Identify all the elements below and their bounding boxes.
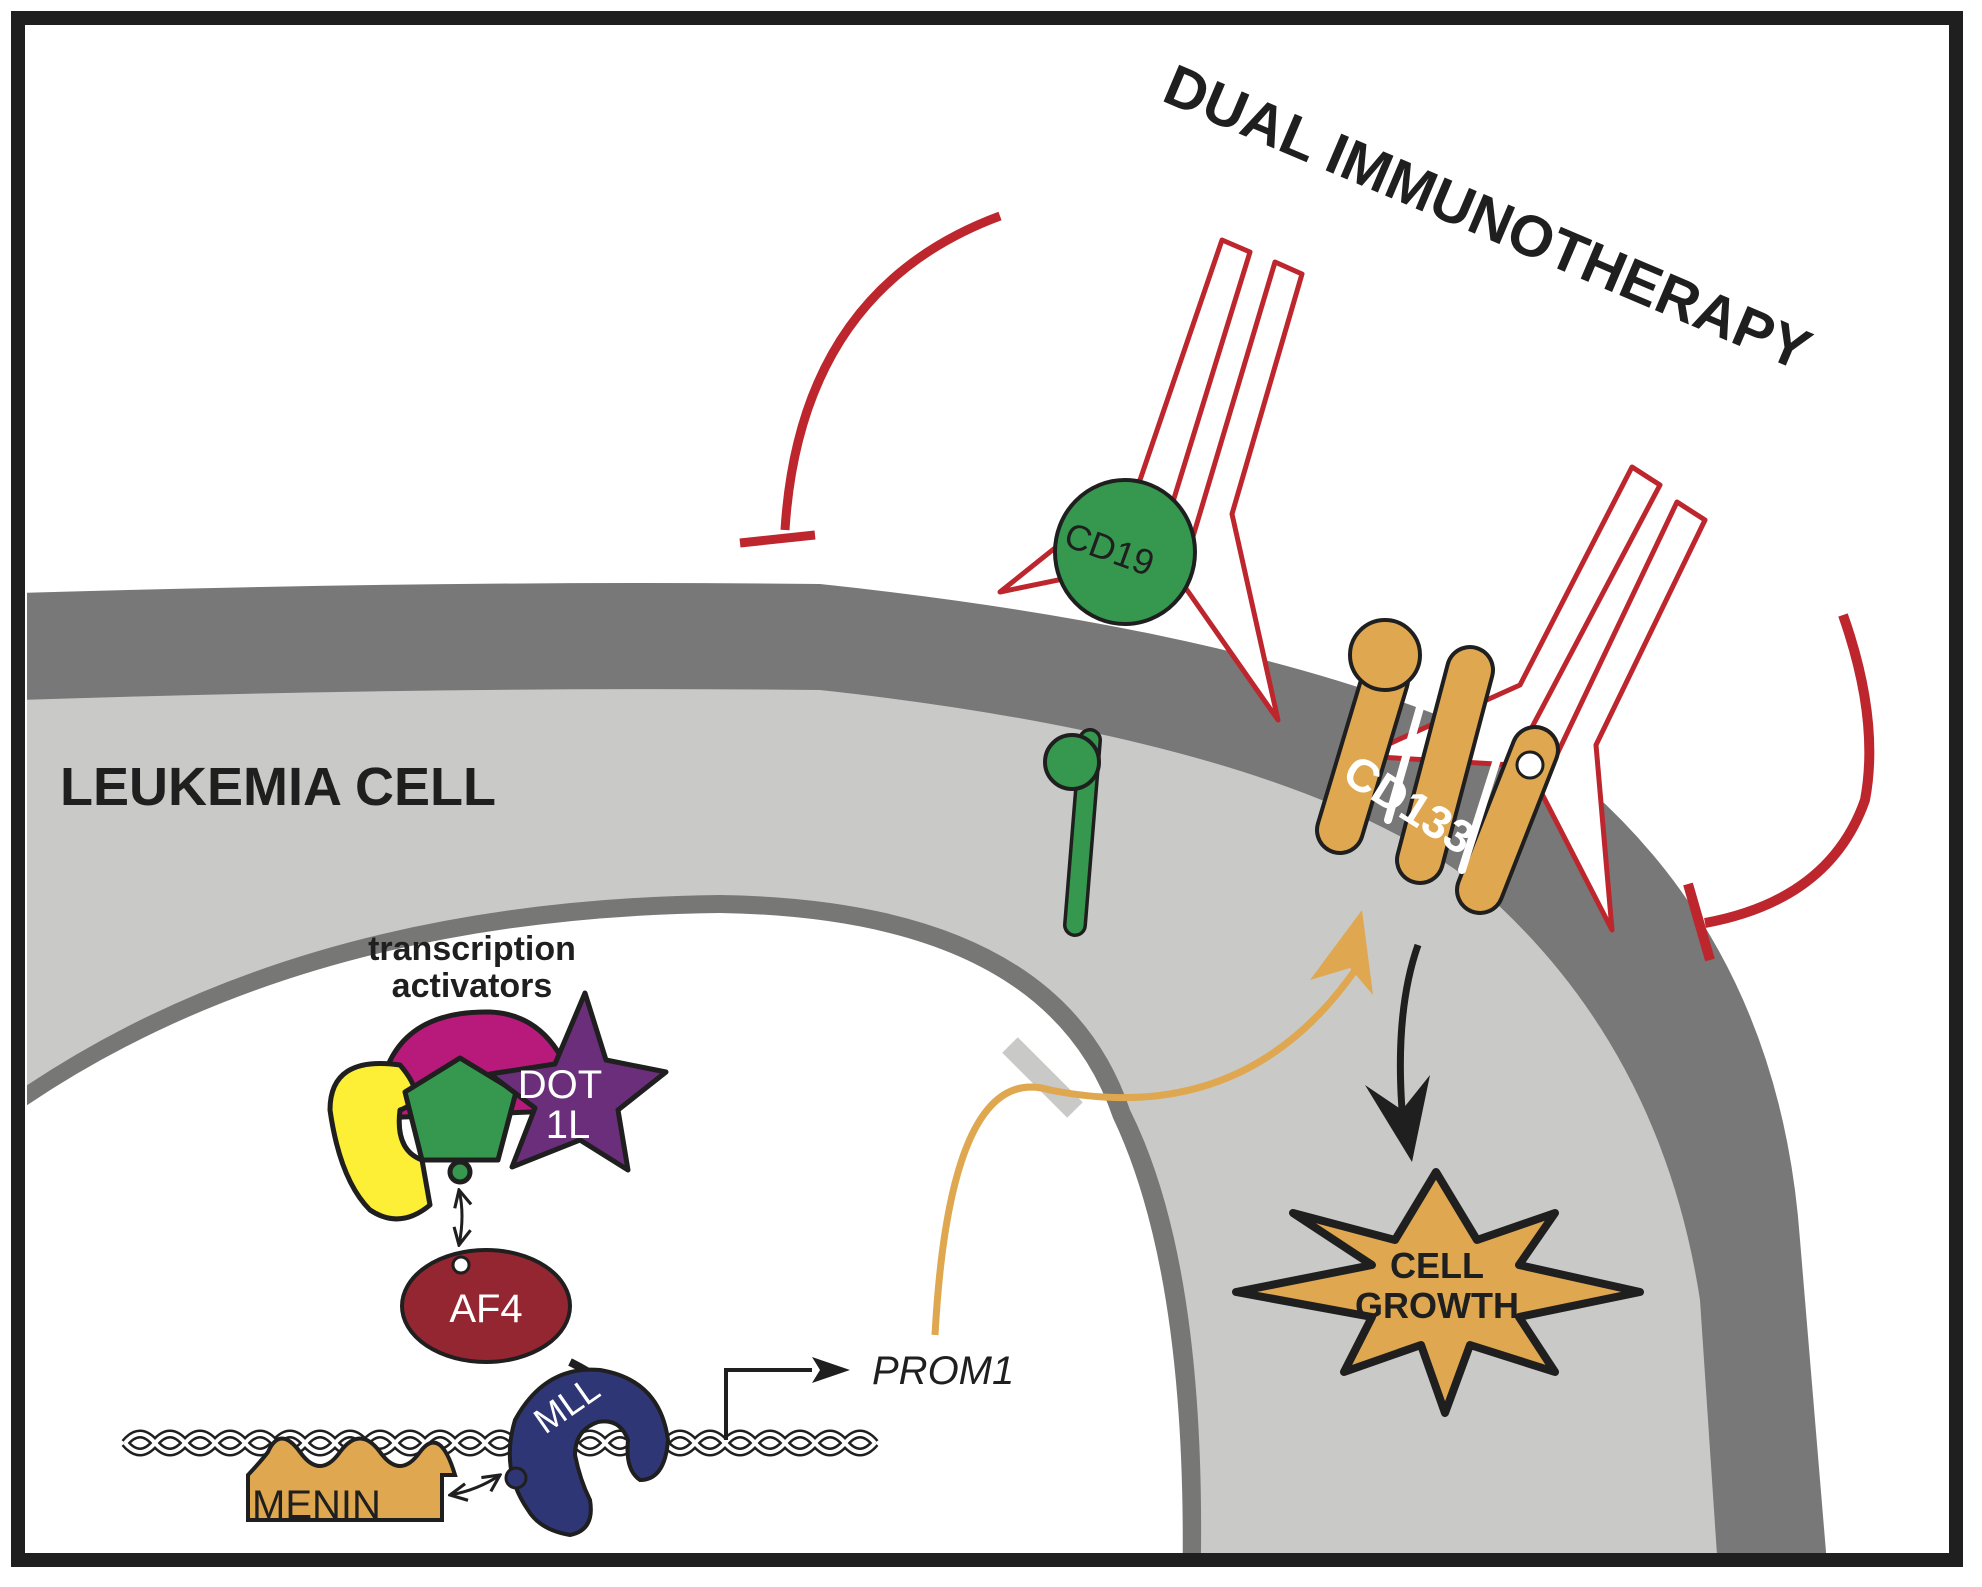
tss-arrow <box>724 1368 812 1440</box>
cd133-receptor: CD133 <box>1315 618 1560 915</box>
interaction-arrow-menin <box>450 1475 500 1495</box>
tss-arrowhead <box>812 1357 850 1383</box>
cell-growth-line2: GROWTH <box>1355 1285 1519 1326</box>
cell-label: LEUKEMIA CELL <box>60 757 496 817</box>
menin-label: MENIN <box>252 1483 381 1527</box>
growth-arrowhead <box>1365 1075 1430 1162</box>
dot1l-label-line1: DOT <box>518 1063 602 1107</box>
figure-frame <box>11 11 1963 1567</box>
interaction-arrow-af4 <box>459 1190 462 1245</box>
nuclear-pore <box>1002 1037 1083 1118</box>
inhibition-arrow-cd19 <box>739 211 1002 548</box>
expression-arrow <box>931 958 1365 1336</box>
gene-label: PROM1 <box>872 1349 1014 1393</box>
inhibition-arrow-cd133 <box>1683 613 1875 962</box>
cd19-receptor: CD19 <box>1043 478 1197 937</box>
complex-label-line2: activators <box>392 967 553 1005</box>
growth-arrow <box>1396 943 1422 1111</box>
transcription-activator-complex: DOT 1L <box>327 990 669 1222</box>
nucleus <box>27 913 1183 1560</box>
dot1l-star <box>487 990 669 1173</box>
green-docking-knob <box>447 1159 473 1185</box>
complex-label-line1: transcription <box>368 930 576 968</box>
menin-protein: MENIN <box>246 1436 458 1527</box>
af4-protein: AF4 <box>400 1248 572 1364</box>
yellow-subunit <box>327 1061 433 1222</box>
af4-label: AF4 <box>449 1287 522 1331</box>
cell-growth-burst: CELL GROWTH <box>1232 1168 1644 1417</box>
dot1l-label-line2: 1L <box>546 1103 591 1147</box>
cell-growth-line1: CELL <box>1390 1245 1484 1286</box>
expression-arrowhead <box>1310 910 1373 995</box>
